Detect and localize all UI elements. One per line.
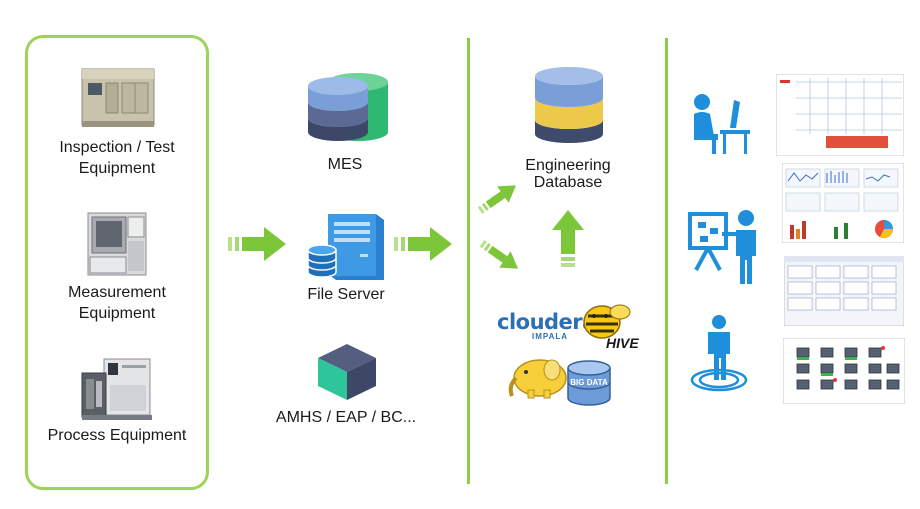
big-data-database-icon [565,358,613,410]
arrow-right-icon [228,225,288,263]
impala-logo-text: IMPALA [532,332,569,341]
file-server-label: File Server [307,286,385,303]
mes-database-icon [306,68,390,144]
process-machine-image [80,355,156,423]
hive-logo-text: HIVE [606,335,639,351]
engineering-database-icon [531,62,607,146]
big-data-text: BIG DATA [570,378,608,387]
equipment-group [25,35,209,490]
measurement-machine-image [82,207,154,279]
amhs-label: AMHS / EAP / BC... [275,409,417,426]
dashboard-thumbnail-grid [784,256,904,326]
cloudera-logo-text: cloudera [497,310,596,334]
measurement-equipment-label: Measurement Equipment [68,284,166,322]
process-equipment-label: Process Equipment [47,427,187,444]
server-icon [306,210,388,282]
section-divider [467,38,470,484]
hive-bee-logo [576,298,642,350]
cube-icon [316,342,378,402]
presenter-icon [688,208,764,286]
dashboard-thumbnail-multi-charts [782,163,904,243]
dashboard-thumbnail-chart [776,74,904,156]
arrow-up-right-icon [475,180,521,216]
standing-user-icon [690,314,748,392]
inspection-machine-image [80,65,156,131]
desk-user-icon [690,92,752,156]
hadoop-elephant-logo [506,354,574,400]
arrow-right-icon [394,225,454,263]
mes-label: MES [327,156,363,173]
arrow-down-right-icon [477,238,523,274]
engineering-database-label: Engineering Database [525,157,611,191]
inspection-equipment-label: Inspection / Test Equipment [59,139,175,177]
arrow-up-icon [551,208,585,268]
dashboard-thumbnail-equipment [783,338,905,404]
section-divider [665,38,668,484]
